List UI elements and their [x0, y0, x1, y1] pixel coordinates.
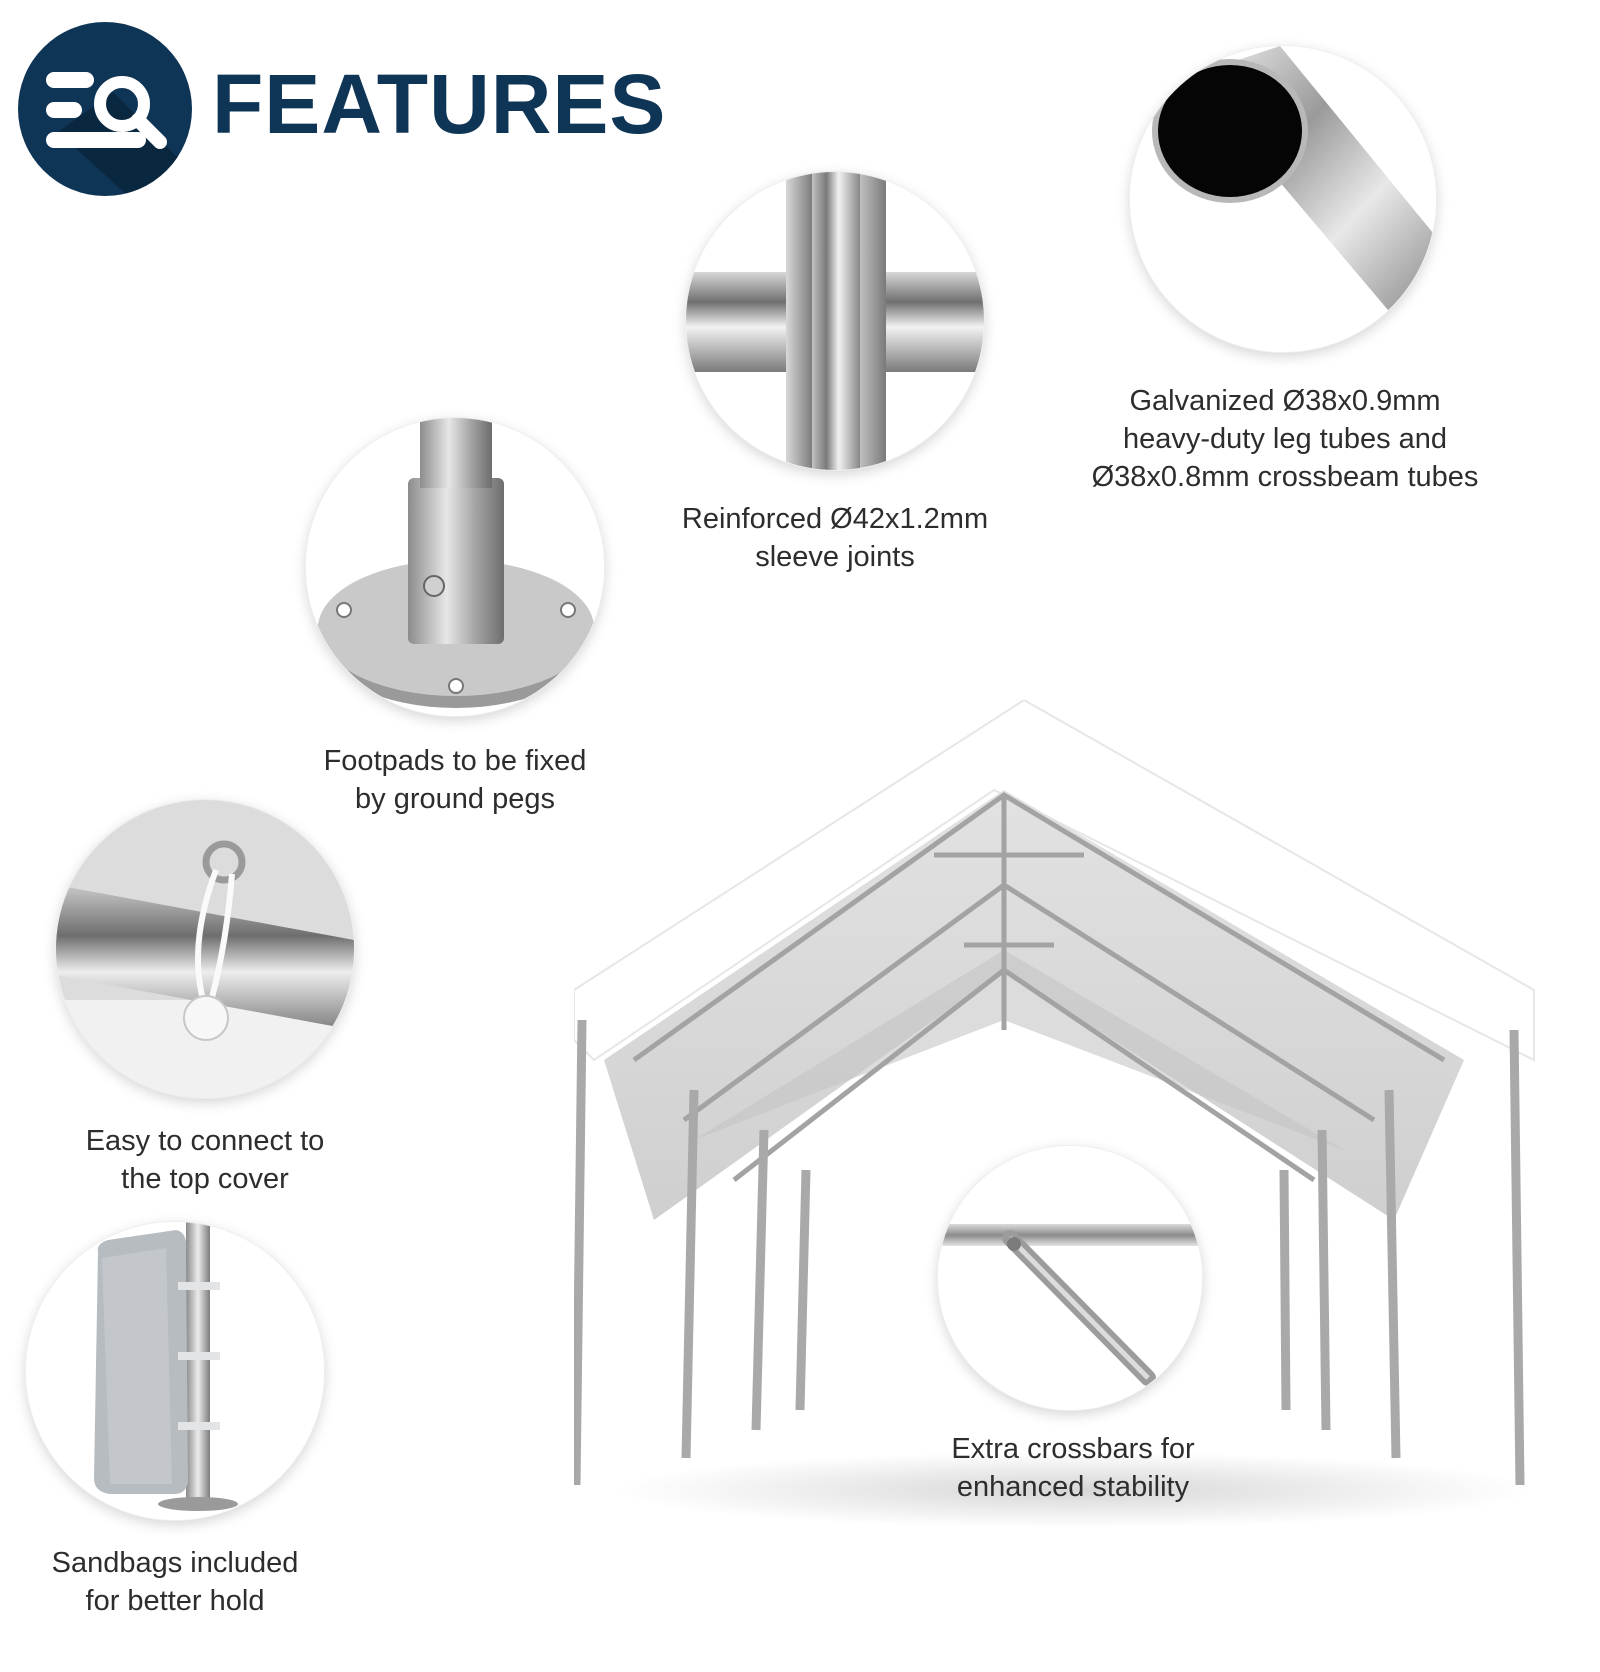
tube-feature-image: [1130, 46, 1436, 352]
page-title: FEATURES: [212, 57, 667, 151]
sandbag-icon: [26, 1222, 324, 1520]
crossbar-caption: Extra crossbars for enhanced stability: [951, 1433, 1195, 1503]
steel-tube-icon: [1130, 46, 1436, 352]
footpad-icon: [306, 418, 604, 716]
sleeve-feature-image: [686, 172, 984, 470]
bungee-cord-icon: [56, 800, 354, 1098]
connect-caption: Easy to connect to the top cover: [85, 1125, 325, 1195]
search-list-icon: [18, 22, 192, 196]
sleeve-caption: Reinforced Ø42x1.2mm sleeve joints: [681, 503, 989, 573]
footpad-feature-image: [306, 418, 604, 716]
sandbag-caption: Sandbags included for better hold: [51, 1547, 299, 1617]
tube-caption: Galvanized Ø38x0.9mm heavy-duty leg tube…: [1091, 385, 1479, 493]
carport-canopy-icon: [571, 698, 1535, 1528]
footpad-caption: Footpads to be fixed by ground pegs: [323, 745, 587, 815]
crossbar-feature-image: [938, 1146, 1202, 1410]
sleeve-joint-icon: [686, 172, 984, 470]
features-logo-badge: [18, 22, 192, 196]
crossbar-icon: [938, 1146, 1202, 1410]
connect-feature-image: [56, 800, 354, 1098]
carport-canopy-image: [571, 698, 1574, 1540]
sandbag-feature-image: [26, 1222, 324, 1520]
